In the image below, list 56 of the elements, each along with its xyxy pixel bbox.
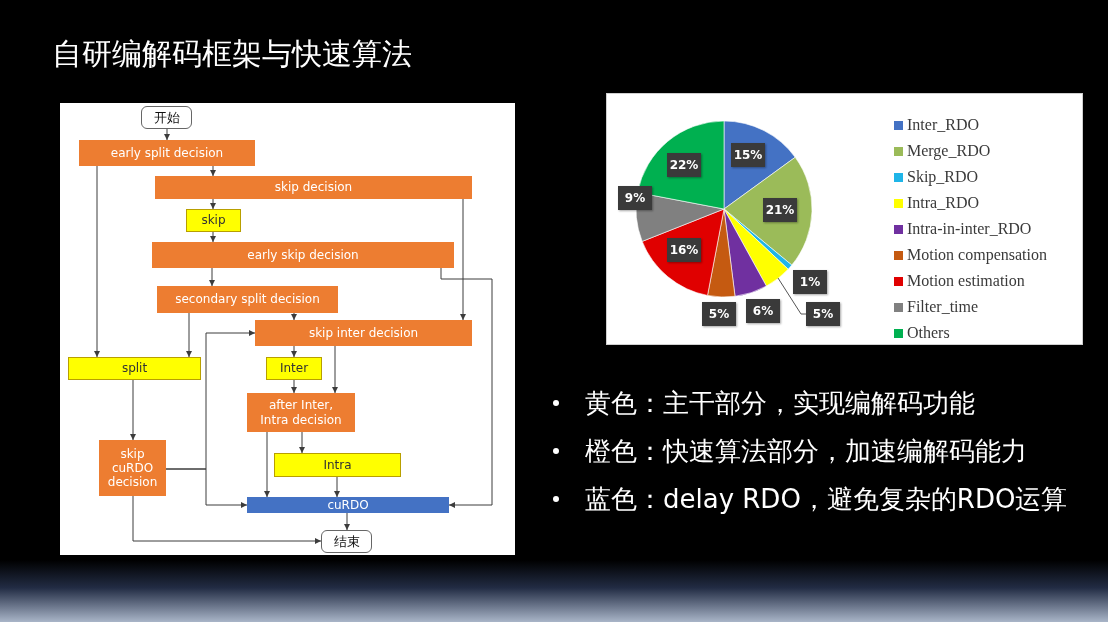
arrow [164, 128, 170, 141]
arrow [332, 345, 338, 394]
bullet-text: 橙色：快速算法部分，加速编解码能力 [585, 435, 1027, 468]
data-label: 16% [667, 238, 701, 262]
process-box: split [68, 357, 201, 380]
arrow [165, 468, 248, 508]
process-box: early split decision [79, 140, 255, 166]
arrow [210, 198, 216, 210]
legend-label: Inter_RDO [907, 116, 979, 134]
data-label: 6% [746, 299, 780, 323]
data-label: 5% [702, 302, 736, 326]
process-box: after Inter, Intra decision [247, 393, 355, 432]
arrow [460, 198, 466, 321]
legend-label: Motion estimation [907, 272, 1025, 290]
legend-label: Merge_RDO [907, 142, 991, 160]
arrow [209, 267, 215, 287]
legend-label: Motion compensation [907, 246, 1047, 264]
arrow [440, 267, 493, 508]
arrow [186, 312, 192, 358]
process-box: cuRDO [247, 497, 449, 513]
data-label: 5% [806, 302, 840, 326]
arrow [130, 379, 136, 441]
process-box: skip cuRDO decision [99, 440, 166, 496]
arrow [344, 512, 350, 531]
legend-label: Others [907, 324, 950, 342]
data-label: 9% [618, 186, 652, 210]
data-label: 15% [731, 143, 765, 167]
legend-label: Intra_RDO [907, 194, 979, 212]
process-box: early skip decision [152, 242, 454, 268]
terminal-box: 开始 [141, 106, 192, 129]
legend-label: Skip_RDO [907, 168, 979, 186]
terminal-box: 结束 [321, 530, 372, 553]
process-box: Inter [266, 357, 322, 380]
bullet-text: 黄色：主干部分，实现编解码功能 [585, 387, 975, 420]
data-label: 22% [667, 153, 701, 177]
process-box: Intra [274, 453, 401, 477]
slide-title: 自研编解码框架与快速算法 [52, 36, 412, 72]
arrow [291, 379, 297, 394]
arrow [291, 345, 297, 358]
legend-label: Intra-in-inter_RDO [907, 220, 1032, 238]
process-box: skip [186, 209, 241, 232]
arrow [299, 431, 305, 454]
arrow [132, 495, 322, 544]
arrow [210, 165, 216, 177]
legend-label: Filter_time [907, 298, 979, 316]
arrow [264, 431, 270, 498]
arrow [94, 165, 100, 358]
process-box: secondary split decision [157, 286, 338, 313]
arrow [291, 312, 297, 321]
arrow [334, 476, 340, 498]
data-label: 1% [793, 270, 827, 294]
arrow [210, 231, 216, 243]
data-label: 21% [763, 198, 797, 222]
process-box: skip inter decision [255, 320, 472, 346]
process-box: skip decision [155, 176, 472, 199]
bullet-text: 蓝色：delay RDO，避免复杂的RDO运算 [585, 483, 1068, 516]
